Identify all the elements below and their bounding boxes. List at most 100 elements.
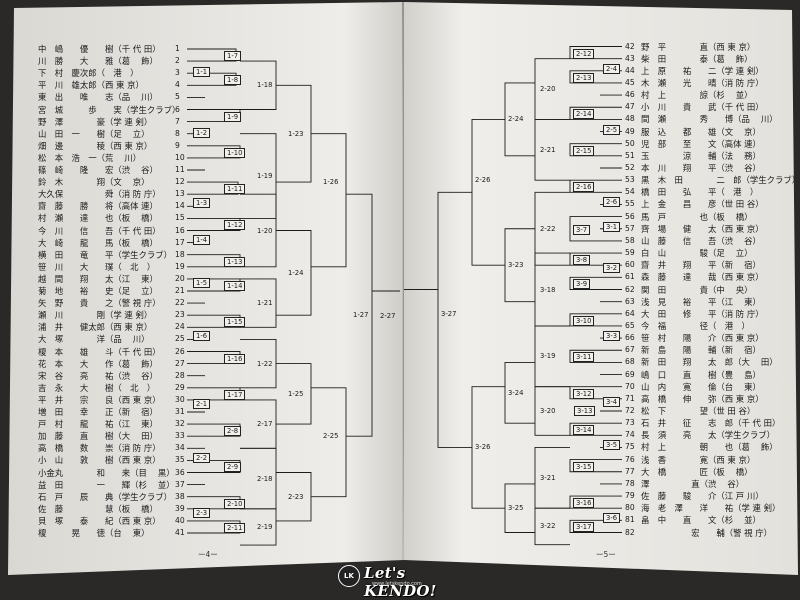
- seed-number: 17: [175, 237, 185, 247]
- match-label: 3-17: [573, 522, 595, 533]
- player-entry: 小 川 貴 武（千 代 田）: [641, 102, 764, 113]
- match-label: 1-5: [193, 277, 211, 288]
- player-entry: 上 金 昌 彦（世 田 谷）: [641, 199, 764, 210]
- match-label: 3-14: [573, 425, 595, 436]
- seed-number: 11: [175, 165, 185, 174]
- match-label: 2-5: [603, 124, 621, 135]
- player-entry: 間 瀬 秀 博（品 川）: [641, 114, 778, 125]
- player-entry: 笹 村 陽 介（西 東 京）: [641, 333, 764, 344]
- player-entry: 下 村 慶次郎（ 港 ）: [38, 68, 139, 79]
- match-label: 2-20: [540, 85, 556, 94]
- player-entry: 増 田 幸 正（新 宿）: [38, 407, 158, 417]
- seed-number: 73: [625, 418, 635, 428]
- player-entry: 澤 直（渋 谷）: [641, 478, 745, 489]
- seed-number: 68: [625, 357, 635, 367]
- match-label: 1-13: [224, 256, 246, 267]
- seed-number: 74: [625, 430, 635, 440]
- player-entry: 大久保 舜（消 防 庁）: [38, 189, 161, 200]
- match-label: 1-7: [224, 51, 242, 62]
- player-entry: 新 島 陽 輔（新 宿）: [641, 345, 761, 356]
- seed-number: 51: [625, 150, 635, 160]
- match-label: 2-11: [224, 522, 246, 533]
- player-entry: 石 戸 辰 典（学生クラブ）: [38, 491, 172, 502]
- bracket-line: [569, 422, 600, 436]
- bracket-line: [569, 519, 600, 533]
- bracket-line: [240, 133, 277, 219]
- bracket-line: [311, 133, 347, 268]
- seed-number: 30: [175, 394, 185, 404]
- seed-number: 16: [175, 225, 185, 235]
- match-label: 1-27: [353, 311, 369, 320]
- player-entry: 服 込 都 雄（文 京）: [641, 126, 761, 137]
- player-entry: 野 澤 豪（学 連 剣）: [38, 116, 153, 127]
- player-entry: 益 田 一 輝（杉 並）: [38, 479, 175, 490]
- player-entry: 加 藤 直 樹（大 田）: [38, 431, 158, 442]
- bracket-line: [240, 508, 277, 546]
- seed-number: 42: [625, 41, 635, 51]
- match-label: 1-3: [193, 198, 211, 209]
- match-label: 1-6: [193, 331, 211, 342]
- bracket-line: [569, 459, 600, 473]
- match-label: 1-1: [193, 67, 211, 78]
- seed-number: 23: [175, 310, 185, 320]
- player-entry: 本 川 翔 平（渋 谷）: [641, 163, 761, 173]
- match-label: 2-26: [475, 176, 491, 185]
- match-label: 1-19: [257, 172, 273, 181]
- match-label: 1-25: [288, 389, 304, 398]
- match-label: 3-26: [475, 443, 491, 452]
- match-label: 2-6: [603, 197, 621, 208]
- match-label: 2-14: [573, 109, 595, 120]
- player-entry: 馬 戸 也（板 橋）: [641, 211, 753, 222]
- seed-number: 9: [175, 140, 180, 150]
- match-label: 3-9: [573, 279, 591, 290]
- seed-number: 33: [175, 431, 185, 441]
- seed-number: 7: [175, 116, 180, 126]
- seed-number: 31: [175, 407, 185, 416]
- match-label: 2-15: [573, 145, 595, 156]
- seed-number: 6: [175, 104, 180, 114]
- bracket-line: [346, 193, 373, 437]
- player-entry: 宮 城 歩 実（学生クラブ）: [38, 104, 181, 115]
- player-entry: 齋 井 翔 平（新 宿）: [641, 260, 761, 271]
- player-entry: 越 間 翔 太（江 東）: [38, 273, 158, 284]
- match-label: 2-18: [257, 474, 273, 483]
- player-entry: 榎 晃 徳（台 東）: [38, 528, 150, 538]
- seed-number: 60: [625, 260, 635, 270]
- seed-number: 38: [175, 491, 185, 501]
- match-label: 3-10: [573, 315, 595, 326]
- seed-number: 57: [625, 223, 635, 233]
- match-label: 3-7: [573, 224, 591, 235]
- seed-number: 64: [625, 308, 635, 318]
- player-entry: 今 福 径（ 港 ）: [641, 320, 750, 331]
- bracket-line: [276, 363, 312, 425]
- match-label: 1-12: [224, 220, 246, 231]
- player-entry: 児 部 至 文（高体 連）: [641, 138, 761, 149]
- seed-number: 4: [175, 80, 180, 90]
- bracket-line: [504, 361, 535, 424]
- match-label: 3-15: [573, 461, 595, 472]
- player-entry: 畑 邊 稜（西 東 京）: [38, 140, 153, 151]
- match-label: 1-2: [193, 127, 211, 138]
- match-label: 2-22: [540, 224, 556, 233]
- player-entry: 山 田 一 樹（足 立）: [38, 128, 150, 139]
- match-label: 3-20: [540, 407, 556, 415]
- match-label: 2-12: [573, 48, 595, 59]
- bracket-line: [437, 191, 472, 448]
- match-label: 3-12: [573, 388, 595, 399]
- seed-number: 2: [175, 56, 180, 66]
- seed-number: 36: [175, 467, 185, 477]
- player-entry: 佐 藤 駿 介（江 戸 川）: [641, 491, 764, 502]
- bracket-line: [569, 179, 600, 193]
- player-entry: 橋 田 弘 平（ 港 ）: [641, 187, 759, 198]
- seed-number: 45: [625, 77, 635, 87]
- player-entry: 黒 木 田 二 郎（学生クラブ）: [641, 175, 800, 186]
- player-entry: 嶋 口 直 樹（豊 島）: [641, 369, 761, 380]
- player-entry: 戸 村 龍 祐（江 東）: [38, 419, 158, 430]
- player-entry: 松 下 望（世 田 谷）: [641, 406, 756, 416]
- player-entry: 齋 藤 勝 将（高体 連）: [38, 201, 158, 212]
- player-entry: 関 田 貴（中 央）: [641, 284, 753, 295]
- match-label: 3-16: [573, 498, 595, 509]
- seed-number: 54: [625, 187, 635, 197]
- match-label: 1-16: [224, 353, 246, 364]
- seed-number: 14: [175, 201, 185, 211]
